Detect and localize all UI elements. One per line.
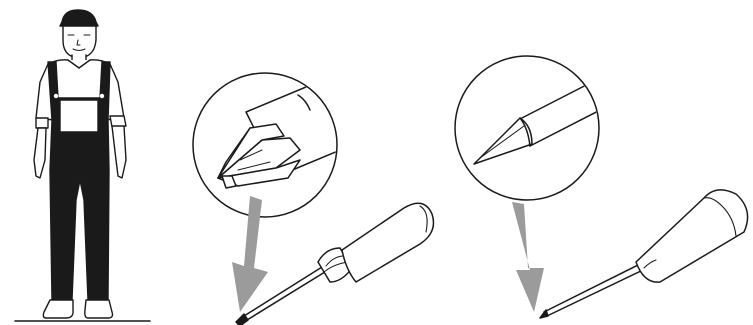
- bib-pocket: [60, 100, 98, 132]
- right-shoe: [85, 300, 113, 318]
- awl-point-magnified-icon: [455, 56, 608, 200]
- phillips-tip-magnified-icon: [193, 73, 345, 217]
- phillips-screwdriver-figure: [193, 73, 434, 325]
- awl-icon: [636, 190, 748, 282]
- arrow-to-awl-tip: [512, 202, 544, 312]
- left-arm: [34, 128, 46, 178]
- head: [63, 26, 96, 56]
- phillips-screwdriver-icon: [342, 203, 434, 282]
- left-shoe: [43, 300, 73, 318]
- right-arm: [112, 126, 126, 178]
- worker-in-overalls-icon: [15, 10, 150, 321]
- awl-figure: [455, 56, 748, 318]
- cap: [60, 10, 98, 26]
